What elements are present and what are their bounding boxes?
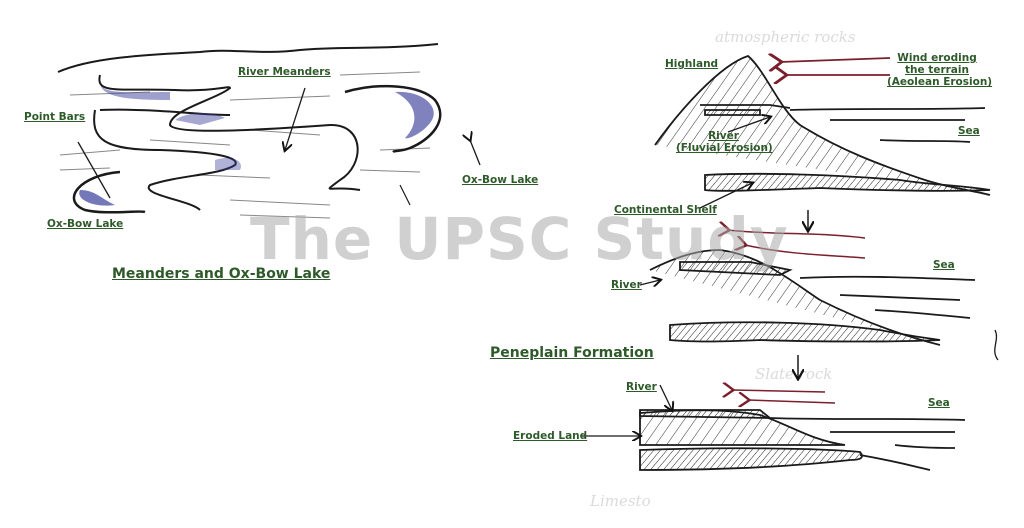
title-meanders: Meanders and Ox-Bow Lake xyxy=(112,266,331,282)
peneplain-stage2-sketch xyxy=(639,249,999,378)
title-peneplain: Peneplain Formation xyxy=(490,345,654,361)
label-sea-2: Sea xyxy=(933,259,955,271)
label-continental-shelf: Continental Shelf xyxy=(614,204,717,216)
label-river-meanders: River Meanders xyxy=(238,66,331,78)
peneplain-stage3-sketch xyxy=(582,384,966,471)
label-eroded-land: Eroded Land xyxy=(513,430,588,442)
label-sea-3: Sea xyxy=(928,397,950,409)
background-handwriting: atmospheric rocks xyxy=(715,28,856,46)
wind-line-3: (Aeolean Erosion) xyxy=(887,76,993,89)
meanders-sketch xyxy=(57,43,481,219)
label-ox-bow-lake-left: Ox-Bow Lake xyxy=(47,218,124,230)
watermark: The UPSC Study xyxy=(250,205,789,273)
label-point-bars: Point Bars xyxy=(24,111,86,123)
label-wind-eroding: Wind eroding the terrain (Aeolean Erosio… xyxy=(887,52,993,89)
label-ox-bow-lake-right: Ox-Bow Lake xyxy=(462,174,539,186)
peneplain-stage1-sketch xyxy=(654,54,991,230)
label-sea-1: Sea xyxy=(958,125,980,137)
wind-line-2: the terrain xyxy=(905,64,969,77)
label-river-2: River xyxy=(611,279,642,291)
label-highland: Highland xyxy=(665,58,719,70)
wind-line-1: Wind eroding xyxy=(897,52,977,64)
label-river-fluvial: River (Fluvial Erosion) xyxy=(676,130,773,155)
river-line-1: River xyxy=(708,130,739,142)
label-river-3: River xyxy=(626,381,657,393)
background-handwriting: Limesto xyxy=(590,492,651,510)
river-line-2: (Fluvial Erosion) xyxy=(676,142,773,155)
